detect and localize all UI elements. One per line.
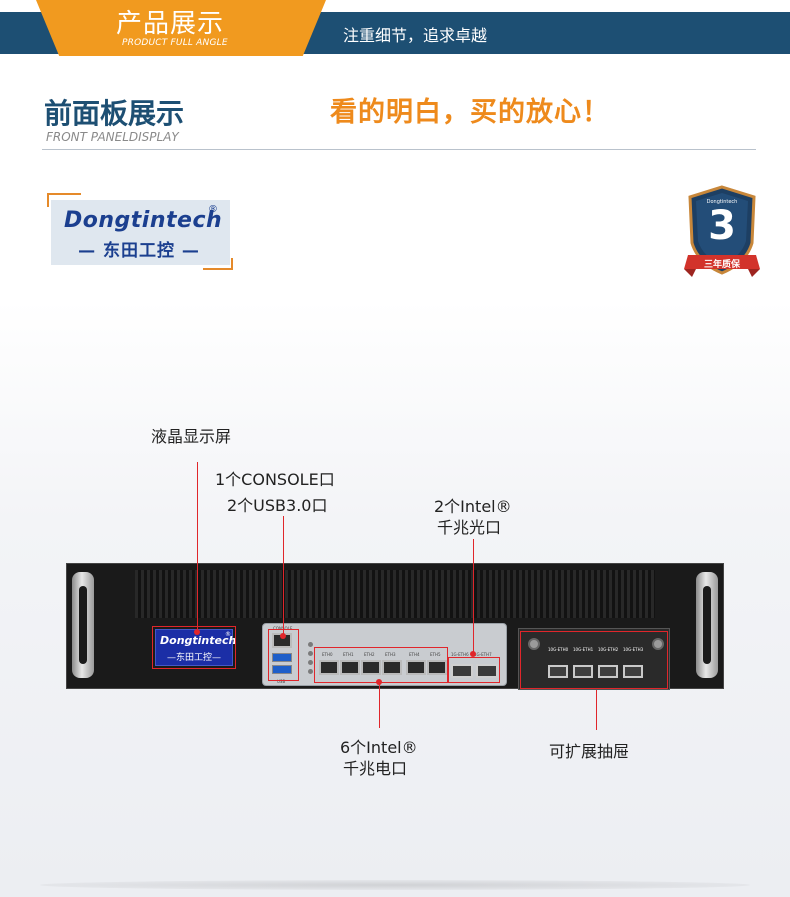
lcd-highlight-box [152, 626, 236, 669]
console-callout-dot [280, 633, 286, 639]
header-tab-title: 产品展示 [116, 9, 225, 39]
callout-fiber-title: 2个Intel® [434, 497, 512, 516]
callout-copper-desc: 千兆电口 [343, 759, 408, 778]
warranty-shield-icon [684, 185, 760, 277]
eth-label-5: ETH5 [430, 652, 441, 657]
device-vent [135, 570, 655, 618]
fiber-callout-line [473, 539, 474, 654]
header-band [0, 0, 790, 56]
eth-port-4[interactable] [406, 660, 426, 675]
io-panel [262, 623, 507, 686]
status-led-1 [308, 642, 313, 647]
brand-chinese-name: — 东田工控 — [78, 241, 200, 261]
status-led-3 [308, 660, 313, 665]
left-handle-slot [79, 586, 87, 664]
brand-corner-bottom [203, 258, 233, 270]
console-label: CONSOLE [273, 626, 292, 631]
drawer-label-2: 10G-ETH2 [598, 647, 619, 652]
fiber-callout-dot [470, 651, 476, 657]
lcd-reg-mark: ® [225, 631, 231, 638]
eth-label-0: ETH0 [322, 652, 333, 657]
drawer-sfp-2[interactable] [598, 665, 618, 678]
header-slogan: 注重细节，追求卓越 [343, 26, 488, 45]
drawer-screw-right [652, 638, 664, 650]
drawer-screw-left [528, 638, 540, 650]
copper-callout-line [379, 682, 380, 728]
eth-port-0[interactable] [319, 660, 339, 675]
drawer-label-0: 10G-ETH0 [548, 647, 569, 652]
sfp-label-1: 1G-ETH7 [474, 652, 492, 657]
callout-usb: 2个USB3.0口 [227, 496, 328, 515]
drawer-callout-line [596, 690, 597, 730]
status-led-4 [308, 669, 313, 674]
eth-port-5[interactable] [427, 660, 447, 675]
usb-port-2[interactable] [272, 665, 292, 674]
section-title: 前面板展示 [44, 97, 185, 130]
copper-callout-dot [376, 679, 382, 685]
header-tab [36, 0, 326, 56]
eth-highlight-box [314, 647, 448, 683]
right-handle-slot [703, 586, 711, 664]
badge-brand: Dongtintech [706, 199, 738, 205]
badge-number: 3 [708, 203, 736, 249]
brand-reg-mark: ® [208, 204, 218, 215]
device-floor-shadow [40, 880, 750, 890]
lcd-callout-line [197, 462, 198, 632]
drawer-sfp-1[interactable] [573, 665, 593, 678]
sfp-port-1[interactable] [476, 664, 498, 678]
lcd-callout-dot [194, 629, 200, 635]
drawer-highlight-box [520, 631, 668, 689]
eth-label-3: ETH3 [385, 652, 396, 657]
sfp-label-0: 1G-ETH6 [451, 652, 469, 657]
callout-lcd: 液晶显示屏 [151, 427, 232, 446]
sfp-port-0[interactable] [451, 664, 473, 678]
sfp-highlight-box [448, 657, 500, 683]
lcd-brand-name: Dongtintech [160, 634, 237, 647]
lcd-chinese-name: —东田工控— [166, 653, 221, 663]
callout-copper-title: 6个Intel® [340, 738, 418, 757]
badge-text: 三年质保 [703, 260, 740, 270]
drawer-label-1: 10G-ETH1 [573, 647, 594, 652]
eth-label-2: ETH2 [364, 652, 375, 657]
usb-label: USB [277, 679, 286, 684]
eth-port-1[interactable] [340, 660, 360, 675]
header-tab-subtitle: PRODUCT FULL ANGLE [122, 38, 228, 48]
status-led-2 [308, 651, 313, 656]
eth-label-1: ETH1 [343, 652, 354, 657]
brand-logo [51, 200, 230, 265]
brand-name: Dongtintech [64, 208, 223, 233]
callout-console: 1个CONSOLE口 [215, 470, 335, 489]
brand-corner-top [47, 193, 81, 207]
eth-port-3[interactable] [382, 660, 402, 675]
eth-port-2[interactable] [361, 660, 381, 675]
drawer-label-3: 10G-ETH3 [623, 647, 644, 652]
console-callout-line [283, 516, 284, 636]
eth-label-4: ETH4 [409, 652, 420, 657]
section-subtitle: FRONT PANELDISPLAY [46, 130, 179, 144]
drawer-sfp-0[interactable] [548, 665, 568, 678]
callout-drawer: 可扩展抽屉 [549, 742, 630, 761]
section-divider [42, 149, 756, 150]
callout-fiber-desc: 千兆光口 [437, 518, 502, 537]
usb-port-1[interactable] [272, 653, 292, 662]
drawer-sfp-3[interactable] [623, 665, 643, 678]
section-tagline: 看的明白，买的放心！ [330, 97, 610, 128]
expansion-drawer[interactable] [518, 628, 670, 690]
